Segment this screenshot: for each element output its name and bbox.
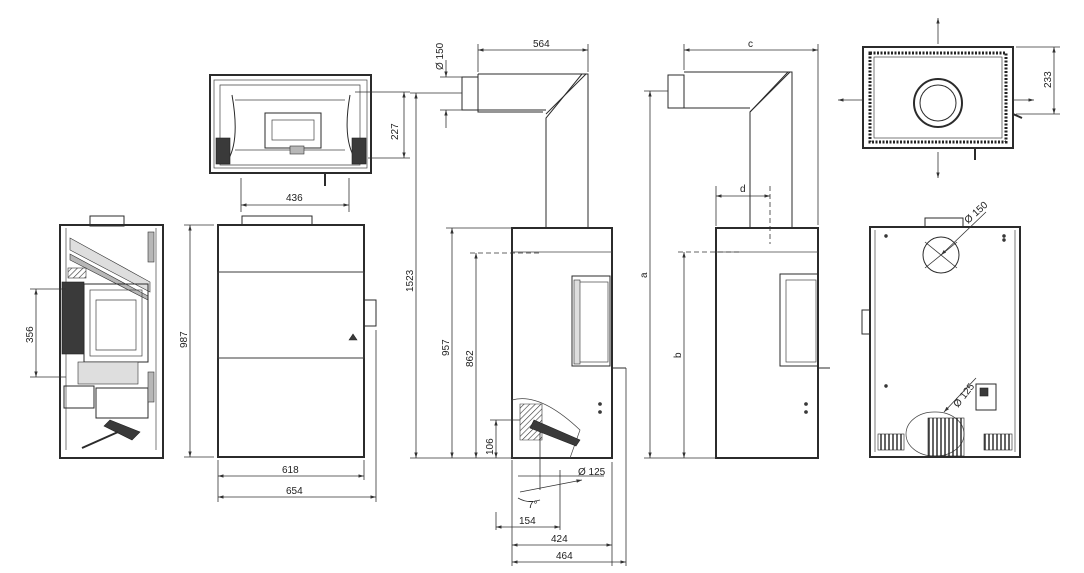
dim-154: 154 xyxy=(519,516,536,527)
plan-view: 233 xyxy=(838,18,1060,178)
dim-1523: 1523 xyxy=(405,269,416,292)
top-view: 436 227 xyxy=(209,74,410,212)
param-b: b xyxy=(673,352,684,358)
dim-233: 233 xyxy=(1043,71,1054,88)
dim-654: 654 xyxy=(286,486,303,497)
dim-987: 987 xyxy=(179,331,190,348)
dim-862: 862 xyxy=(465,350,476,367)
dim-436: 436 xyxy=(286,193,303,204)
dim-356: 356 xyxy=(25,326,36,343)
param-c: c xyxy=(748,39,753,50)
dim-424: 424 xyxy=(551,534,568,545)
parametric-side-view: c a b d xyxy=(639,39,830,459)
dim-227: 227 xyxy=(390,123,401,140)
rear-air-diameter: Ø 125 xyxy=(952,381,978,410)
param-a: a xyxy=(639,272,650,278)
param-d: d xyxy=(740,184,746,195)
rear-view: Ø 150 Ø 125 xyxy=(861,200,1021,458)
side-section-view: 356 xyxy=(25,215,164,459)
dim-flue-diameter: Ø 150 xyxy=(435,42,446,70)
dim-564: 564 xyxy=(533,39,550,50)
rear-flue-diameter: Ø 150 xyxy=(963,200,991,227)
front-view: 987 618 654 xyxy=(179,215,377,502)
dim-angle: 7° xyxy=(528,500,538,511)
dim-464: 464 xyxy=(556,551,573,562)
dim-957: 957 xyxy=(441,339,452,356)
dim-air-inlet-diameter: Ø 125 xyxy=(578,467,606,478)
side-view-with-flue: 564 Ø 150 1523 957 862 106 Ø 125 7° 154 … xyxy=(405,39,627,566)
dim-618: 618 xyxy=(282,465,299,476)
dim-106: 106 xyxy=(485,438,496,455)
